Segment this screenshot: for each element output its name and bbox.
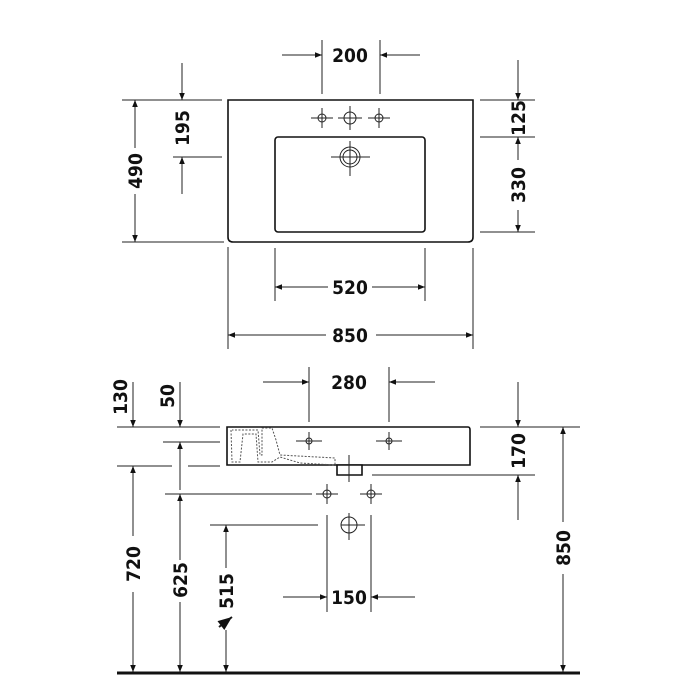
dim-280: 280 xyxy=(331,372,367,394)
dim-490: 490 xyxy=(125,153,147,189)
supply-holes xyxy=(316,484,382,504)
top-view: 200 490 195 125 330 520 850 xyxy=(122,40,535,349)
bowl-outline xyxy=(274,136,426,233)
dim-50: 50 xyxy=(157,384,179,408)
dim-515: 515 xyxy=(216,573,238,609)
dim-130: 130 xyxy=(110,379,132,415)
dim-195: 195 xyxy=(172,110,194,146)
dim-125: 125 xyxy=(508,100,530,136)
dim-150: 150 xyxy=(331,587,367,609)
side-tap-holes xyxy=(296,432,402,450)
drain-icon xyxy=(331,141,370,176)
dim-625: 625 xyxy=(170,562,192,598)
tap-holes xyxy=(311,106,390,130)
dim-850-height: 850 xyxy=(553,530,575,566)
waste-outlet-icon xyxy=(340,513,365,540)
dim-330: 330 xyxy=(508,167,530,203)
dim-720: 720 xyxy=(123,546,145,582)
side-view: 280 130 50 170 850 150 720 625 515 xyxy=(110,367,580,675)
dim-850-width: 850 xyxy=(332,325,368,347)
dim-170: 170 xyxy=(508,433,530,469)
hidden-contour xyxy=(230,427,336,466)
dim-520: 520 xyxy=(332,277,368,299)
dim-200: 200 xyxy=(332,45,368,67)
leader-arrow-icon xyxy=(217,616,233,630)
